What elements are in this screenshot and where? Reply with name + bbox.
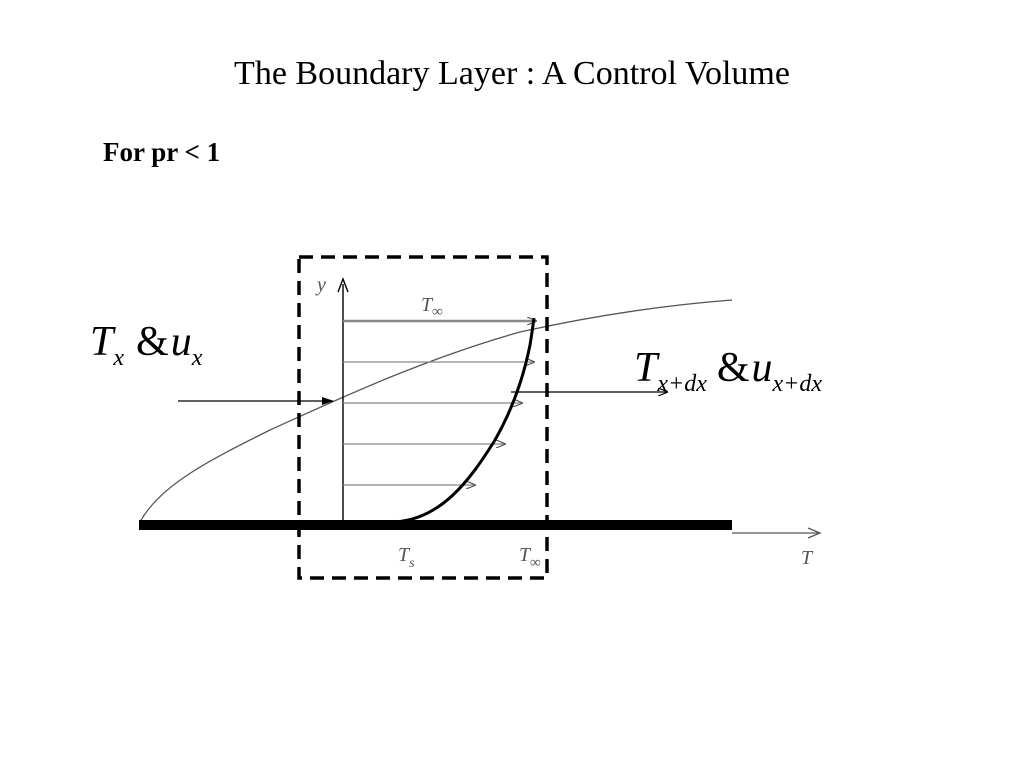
top-free-stream-temp-label: T∞	[421, 294, 443, 320]
outflow-label: Tx+dx&ux+dx	[634, 345, 822, 397]
heated-plate	[139, 520, 732, 530]
temperature-profile-curve	[389, 317, 536, 524]
slide-title: The Boundary Layer : A Control Volume	[234, 55, 790, 92]
free-stream-temp-label: T∞	[519, 544, 541, 571]
t-axis-arrowhead	[807, 527, 822, 539]
prandtl-condition: For pr < 1	[103, 137, 221, 167]
t-axis-label: T	[801, 547, 814, 569]
thermal-boundary-layer-edge	[139, 299, 733, 523]
control-volume-box	[297, 255, 549, 580]
y-axis-label: y	[315, 274, 326, 296]
inflow-label: Tx&ux	[90, 319, 203, 371]
y-axis-arrowhead	[337, 277, 349, 293]
surface-temp-label: Ts	[398, 544, 415, 571]
